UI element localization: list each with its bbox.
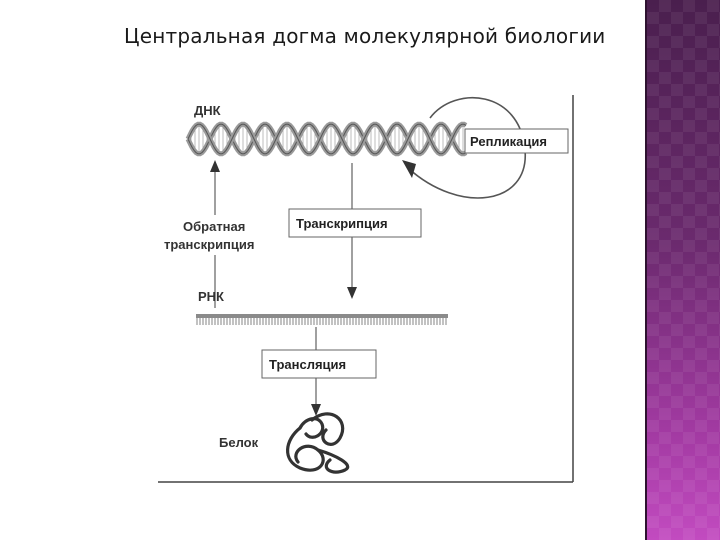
decorative-sidebar (641, 0, 720, 540)
replication-box (464, 128, 569, 154)
protein-blob (286, 412, 350, 474)
slide-title: Центральная догма молекулярной биологии (124, 24, 606, 48)
translation-label: Трансляция (269, 357, 346, 372)
transcription-label: Транскрипция (296, 216, 388, 231)
protein-label: Белок (219, 435, 259, 450)
rna-strand (196, 314, 448, 325)
replication-arrowhead (402, 160, 416, 178)
translation-arrowhead (311, 404, 321, 416)
transcription-arrowhead (347, 287, 357, 299)
sidebar-pattern (647, 0, 720, 540)
reverse-transcription-label-line1: Обратная (183, 219, 245, 234)
rna-backbone (196, 314, 448, 318)
reverse-transcription-arrowhead (210, 160, 220, 172)
rna-label: РНК (198, 289, 224, 304)
transcription-box (288, 208, 422, 238)
dna-label: ДНК (194, 103, 221, 118)
dna-double-helix (185, 121, 468, 157)
reverse-transcription-label-bg (162, 215, 284, 255)
translation-box (261, 349, 377, 379)
dna-strand-edge-2 (187, 123, 467, 155)
replication-label: Репликация (470, 134, 547, 149)
dna-strand-edge-1 (187, 123, 467, 155)
reverse-transcription-label-line2: транскрипция (164, 237, 254, 252)
